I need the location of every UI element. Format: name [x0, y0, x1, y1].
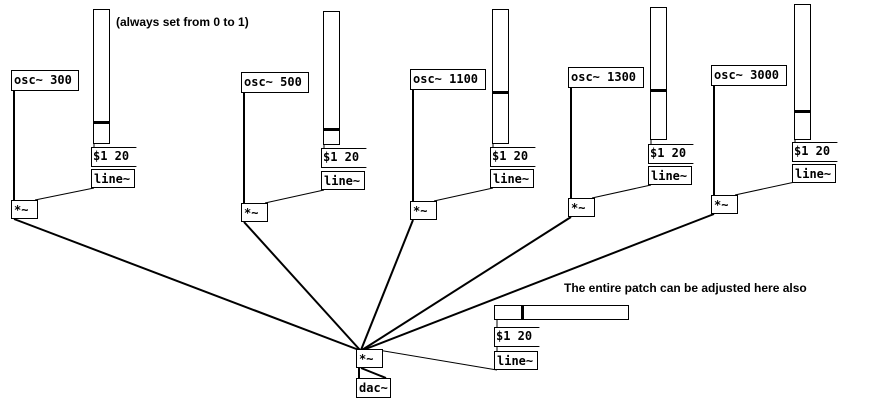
line-object[interactable]: line~ [321, 171, 365, 190]
master-multiply-object[interactable]: *~ [356, 349, 383, 368]
message-box[interactable]: $1 20 [321, 148, 367, 168]
cord-master-line-to-mul[interactable] [377, 349, 498, 371]
master-line-object[interactable]: line~ [494, 351, 538, 370]
slider-handle[interactable] [94, 121, 109, 124]
osc-object[interactable]: osc~ 3000 [711, 65, 787, 86]
master-message-box[interactable]: $1 20 [494, 327, 540, 347]
cord-master-mul-to-dac-r[interactable] [360, 367, 387, 379]
cord-mul-4-to-master[interactable] [361, 216, 572, 351]
message-box[interactable]: $1 20 [648, 144, 694, 164]
slider-handle[interactable] [493, 91, 508, 94]
gain-slider[interactable] [794, 4, 811, 140]
message-box[interactable]: $1 20 [490, 147, 536, 167]
cord-line-2-to-mul[interactable] [264, 189, 325, 204]
gain-slider[interactable] [323, 11, 340, 145]
multiply-object[interactable]: *~ [410, 201, 437, 220]
osc-object[interactable]: osc~ 1300 [568, 67, 644, 88]
gain-slider[interactable] [93, 9, 110, 144]
multiply-object[interactable]: *~ [241, 203, 268, 222]
multiply-object[interactable]: *~ [711, 195, 738, 214]
multiply-object[interactable]: *~ [11, 200, 38, 219]
master-gain-slider[interactable] [494, 305, 629, 320]
slider-handle[interactable] [651, 89, 666, 92]
gain-slider[interactable] [492, 9, 509, 144]
cord-line-5-to-mul[interactable] [734, 181, 796, 196]
line-object[interactable]: line~ [91, 169, 135, 188]
multiply-object[interactable]: *~ [568, 198, 595, 217]
message-box[interactable]: $1 20 [792, 142, 838, 162]
range-comment: (always set from 0 to 1) [116, 15, 249, 29]
cord-mul-2-to-master[interactable] [243, 221, 361, 351]
slider-handle[interactable] [521, 306, 524, 319]
line-object[interactable]: line~ [648, 166, 692, 185]
message-box[interactable]: $1 20 [91, 147, 137, 167]
master-comment: The entire patch can be adjusted here al… [564, 281, 807, 295]
gain-slider[interactable] [650, 7, 667, 140]
cord-mul-1-to-master[interactable] [13, 218, 360, 351]
slider-handle[interactable] [324, 128, 339, 131]
line-object[interactable]: line~ [792, 164, 836, 183]
osc-object[interactable]: osc~ 1100 [410, 69, 486, 90]
dac-object[interactable]: dac~ [356, 378, 391, 398]
osc-object[interactable]: osc~ 300 [11, 70, 79, 91]
osc-object[interactable]: osc~ 500 [241, 72, 309, 93]
cord-mul-3-to-master[interactable] [360, 219, 414, 351]
slider-handle[interactable] [795, 110, 810, 113]
line-object[interactable]: line~ [490, 169, 534, 188]
cord-line-1-to-mul[interactable] [34, 187, 95, 201]
cord-line-3-to-mul[interactable] [433, 187, 494, 202]
cord-line-4-to-mul[interactable] [591, 184, 652, 199]
cord-mul-5-to-master[interactable] [362, 213, 715, 351]
